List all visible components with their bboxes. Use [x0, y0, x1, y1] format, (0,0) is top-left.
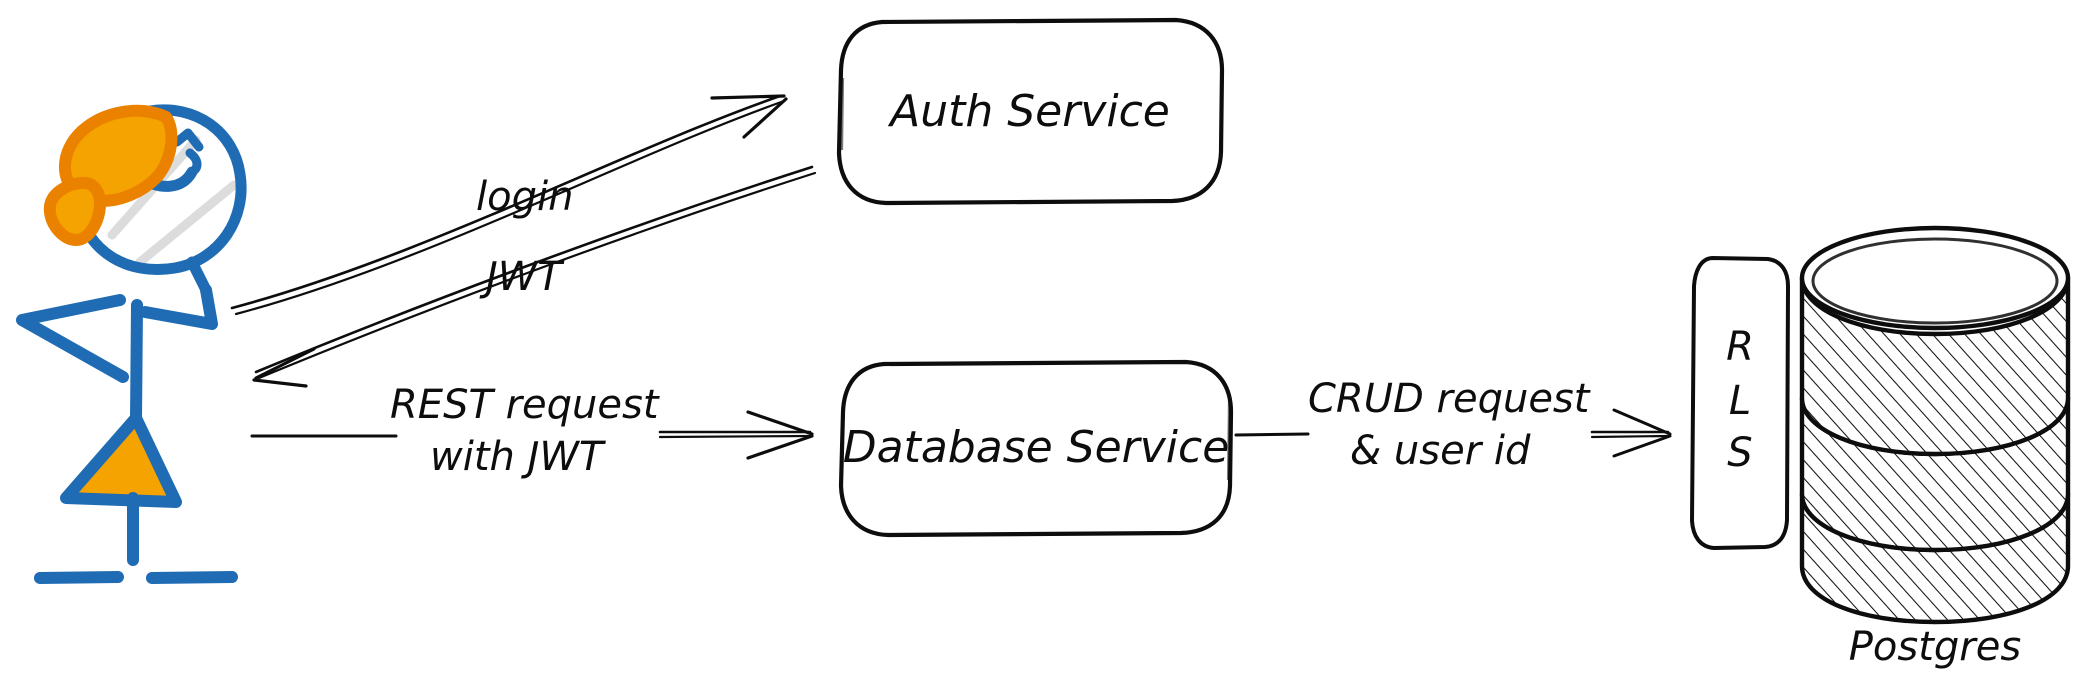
user-stick-figure [16, 104, 247, 584]
node-rls-letter-l: L [1729, 378, 1751, 424]
node-database-service-label: Database Service [843, 422, 1230, 473]
hair-bow-icon [43, 104, 178, 246]
crud-edge [1234, 408, 1672, 458]
node-auth-service[interactable]: Auth Service [836, 17, 1225, 206]
torso-icon [130, 299, 143, 426]
crud-edge-label-line2: & user id [1350, 428, 1531, 474]
node-rls[interactable]: R L S [1690, 256, 1790, 550]
node-auth-service-label: Auth Service [887, 86, 1170, 137]
node-postgres[interactable]: Postgres [1790, 225, 2080, 670]
left-arm-icon [16, 294, 129, 383]
rest-edge-label-line1: REST request [390, 382, 660, 428]
jwt-edge [252, 165, 817, 388]
feet-icon [34, 571, 238, 584]
node-postgres-label: Postgres [1849, 624, 2021, 670]
rest-edge-label-line2: with JWT [430, 434, 607, 480]
nose-icon [185, 148, 202, 177]
login-edge [230, 94, 788, 316]
node-database-service[interactable]: Database Service [838, 359, 1234, 538]
login-edge-label: login [476, 174, 573, 220]
crud-edge-label-line1: CRUD request [1308, 376, 1591, 422]
skirt-icon [60, 412, 182, 508]
right-arm-icon [139, 284, 218, 330]
jwt-edge-label: JWT [479, 254, 565, 300]
rest-edge [250, 410, 814, 460]
node-rls-letter-s: S [1727, 430, 1752, 476]
node-rls-letter-r: R [1726, 324, 1754, 370]
